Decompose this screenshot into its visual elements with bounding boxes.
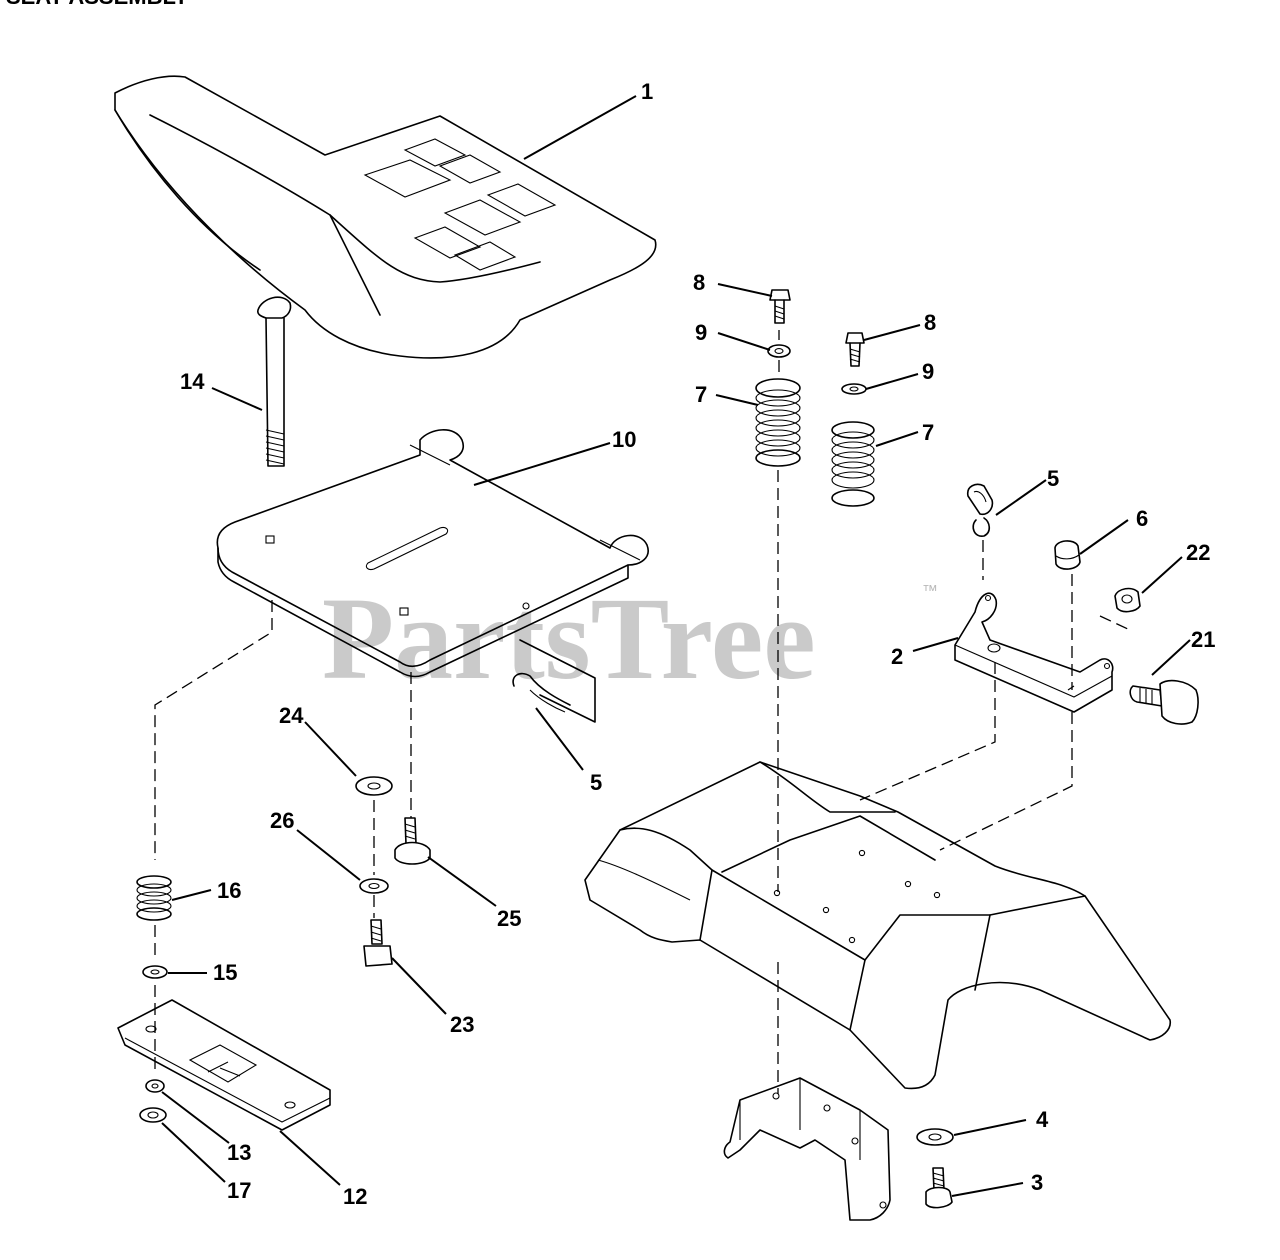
washer-part-right — [841, 383, 867, 395]
callout-23: 23 — [450, 1012, 474, 1037]
nut-part — [1054, 540, 1081, 570]
hex-nut-part — [1114, 587, 1141, 613]
bolt-part-center — [769, 289, 791, 324]
assembly-lines — [154, 330, 1131, 1094]
callout-4: 4 — [1036, 1107, 1049, 1132]
callout-leaders — [161, 95, 1191, 1197]
seat-part — [114, 75, 657, 359]
callout-24: 24 — [279, 703, 304, 728]
callout-21: 21 — [1191, 627, 1215, 652]
callout-1: 1 — [641, 79, 653, 104]
callout-7-center: 7 — [695, 382, 707, 407]
spring-part-right — [831, 421, 875, 507]
callout-8-right: 8 — [924, 310, 936, 335]
callout-5-upper: 5 — [1047, 466, 1059, 491]
lower-bracket-part — [723, 1077, 891, 1221]
bolt-part-right — [845, 332, 865, 367]
callout-5-lower: 5 — [590, 770, 602, 795]
shoulder-bolt-part — [1129, 679, 1199, 725]
callout-labels: 1 8 8 9 9 7 7 14 10 5 6 22 21 2 5 24 26 … — [180, 79, 1215, 1209]
fender-chassis-part — [584, 761, 1172, 1090]
diagram-heading: SEAT ASSEMBLY — [6, 0, 189, 9]
seat-pan-part — [216, 429, 649, 723]
small-spring-part — [136, 875, 172, 921]
spacer-washer-part — [142, 965, 168, 979]
callout-13: 13 — [227, 1140, 251, 1165]
callout-15: 15 — [213, 960, 237, 985]
callout-3: 3 — [1031, 1170, 1043, 1195]
callout-16: 16 — [217, 878, 241, 903]
carriage-bolt-part — [257, 296, 292, 467]
callout-17: 17 — [227, 1178, 251, 1203]
callout-9-right: 9 — [922, 359, 934, 384]
partstree-watermark: PartsTree — [322, 573, 816, 704]
clip-part-upper — [966, 483, 994, 537]
callout-9-center: 9 — [695, 320, 707, 345]
callout-12: 12 — [343, 1184, 367, 1209]
callout-8-center: 8 — [693, 270, 705, 295]
lock-nut-part — [139, 1107, 167, 1123]
flat-washer-part — [916, 1128, 954, 1146]
callout-7-right: 7 — [922, 420, 934, 445]
flange-bolt-part — [925, 1167, 953, 1209]
large-washer-part — [355, 776, 393, 796]
small-washer-part — [145, 1079, 165, 1093]
callout-2: 2 — [891, 644, 903, 669]
mounting-plate-part — [117, 999, 331, 1131]
callout-25: 25 — [497, 906, 521, 931]
bracket-part — [954, 592, 1114, 713]
lock-washer-part — [359, 878, 389, 894]
watermark-trademark: ™ — [922, 583, 938, 600]
callout-6: 6 — [1136, 506, 1148, 531]
callout-26: 26 — [270, 808, 294, 833]
spring-part-center — [755, 378, 801, 467]
callout-10: 10 — [612, 427, 636, 452]
callout-14: 14 — [180, 369, 205, 394]
shoulder-screw-part — [394, 817, 431, 865]
callout-22: 22 — [1186, 540, 1210, 565]
washer-part-center — [767, 344, 791, 358]
hex-bolt-part — [363, 919, 393, 967]
